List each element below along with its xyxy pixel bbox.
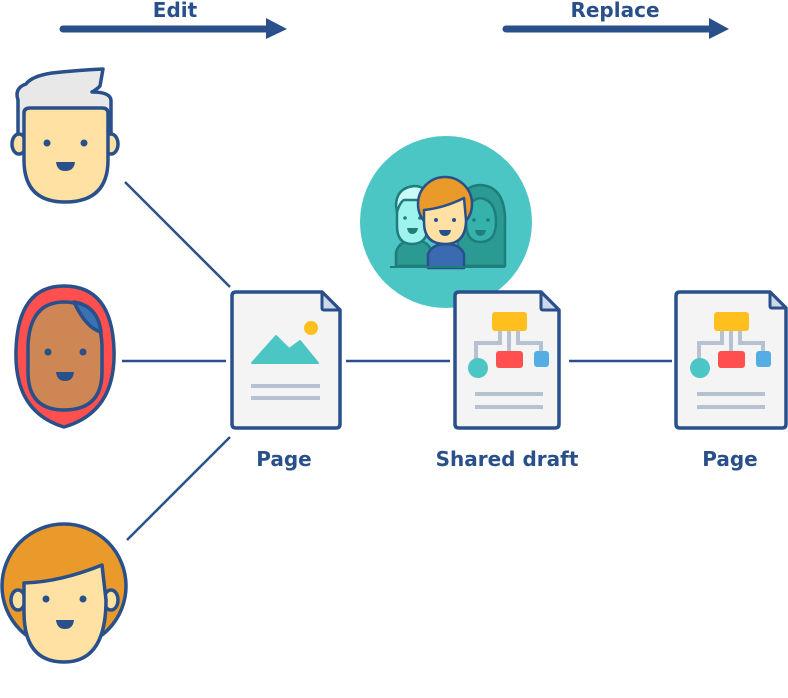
document-label-final-page: Page [702,447,758,471]
edit-arrow [59,18,287,39]
document-shared-draft[interactable] [453,290,561,430]
connector-user1-page [124,181,231,288]
avatar-orange-hair [0,522,128,664]
flowchart-icon [690,312,771,378]
connector-user3-page [126,436,231,541]
document-final-page[interactable] [674,290,788,430]
replace-arrow [502,18,729,39]
flowchart-icon [468,312,549,378]
replace-arrow-label: Replace [570,0,660,22]
sun-icon [304,321,318,335]
document-label-shared-draft: Shared draft [435,447,579,471]
connector-lines [122,181,672,541]
document-label-page: Page [256,447,312,471]
document-page-image[interactable] [230,290,342,430]
collaborators-group-icon [360,136,532,308]
edit-arrow-label: Edit [152,0,198,22]
avatar-hijab [14,284,116,429]
mountain-icon [251,335,319,364]
avatar-gray-hair [10,67,120,204]
